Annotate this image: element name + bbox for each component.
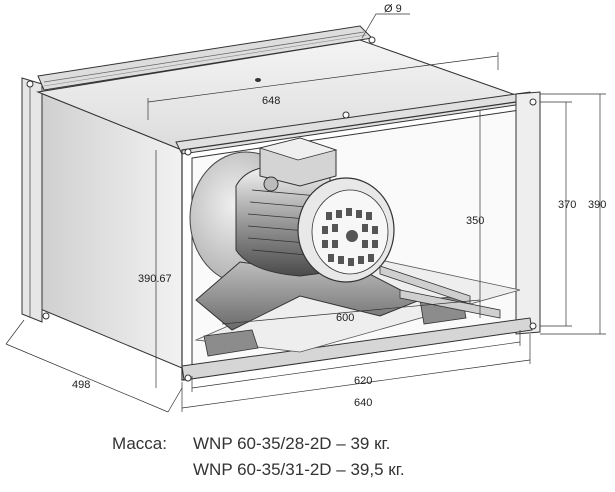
dim-side-height: 390.67	[138, 273, 172, 285]
dim-hole-diameter: Ø 9	[384, 3, 402, 15]
dim-width-640: 640	[354, 397, 372, 409]
fan-grille	[322, 208, 378, 266]
bottom-rail	[181, 317, 533, 381]
dim-flange-390: 390	[588, 199, 606, 211]
top-hole	[255, 78, 261, 82]
mass-line-1: WNP 60-35/28-2D – 39 кг.	[193, 434, 391, 453]
dimension-lines	[5, 13, 606, 413]
fan-unit-drawing: Ø 9 648 390.67 350 370 390 600 498 620 6…	[5, 3, 606, 413]
dim-flange-370: 370	[558, 199, 576, 211]
left-flange	[21, 77, 43, 323]
fan-assembly	[189, 137, 501, 357]
right-flange	[515, 91, 541, 335]
dim-width-620: 620	[354, 375, 372, 387]
mass-label: Масса:	[112, 434, 167, 453]
dim-depth-498: 498	[72, 379, 90, 391]
dim-top-length: 648	[262, 95, 280, 107]
dim-base-600: 600	[336, 312, 354, 324]
dim-inner-depth: 350	[466, 215, 484, 227]
base-plate-left	[203, 329, 259, 357]
mass-line-2: WNP 60-35/31-2D – 39,5 кг.	[193, 460, 405, 479]
